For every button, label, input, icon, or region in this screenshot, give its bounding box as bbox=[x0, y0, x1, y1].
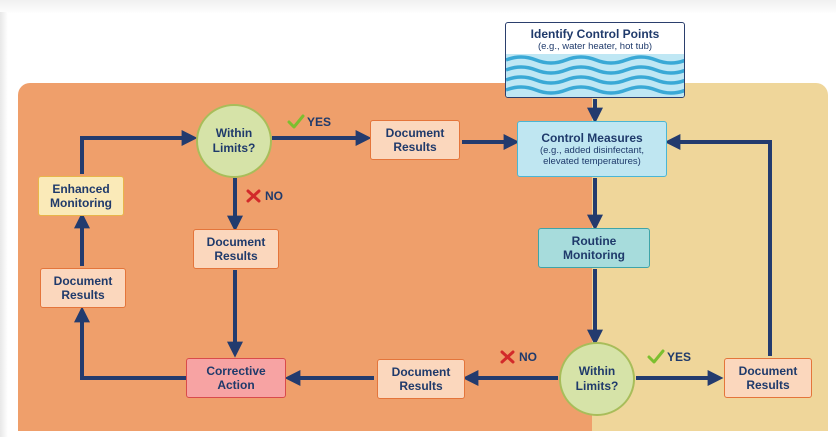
document-results-middle-label: Document Results bbox=[206, 235, 266, 263]
enhanced-monitoring-box: Enhanced Monitoring bbox=[38, 176, 124, 216]
identify-subtitle: (e.g., water heater, hot tub) bbox=[537, 41, 653, 52]
identify-title: Identify Control Points bbox=[530, 27, 660, 41]
no-label-top: NO bbox=[245, 188, 283, 204]
document-results-top: Document Results bbox=[370, 120, 460, 160]
yes-label-top: YES bbox=[287, 114, 331, 130]
arrow-corrective-left-loop bbox=[74, 306, 186, 380]
top-edge bbox=[0, 0, 836, 14]
yes-label-bottom: YES bbox=[647, 349, 691, 365]
document-results-right: Document Results bbox=[724, 358, 812, 398]
document-results-top-label: Document Results bbox=[385, 126, 445, 154]
routine-monitoring-box: Routine Monitoring bbox=[538, 228, 650, 268]
document-results-bottom: Document Results bbox=[377, 359, 465, 399]
within-limits-bottom: Within Limits? bbox=[559, 342, 635, 416]
document-results-right-label: Document Results bbox=[738, 364, 798, 392]
no-label-top-text: NO bbox=[265, 189, 283, 203]
identify-control-points-box: Identify Control Points (e.g., water hea… bbox=[505, 22, 685, 98]
document-results-bottom-label: Document Results bbox=[391, 365, 451, 393]
corrective-action-box: Corrective Action bbox=[186, 358, 286, 398]
water-waves-icon bbox=[506, 54, 684, 97]
within-limits-top-label: Within Limits? bbox=[212, 126, 256, 155]
enhanced-monitoring-label: Enhanced Monitoring bbox=[50, 182, 112, 210]
cross-icon bbox=[500, 350, 515, 364]
document-results-left-label: Document Results bbox=[53, 274, 113, 302]
yes-label-bottom-text: YES bbox=[667, 350, 692, 364]
arrow-enhanced-to-within bbox=[80, 130, 198, 174]
cross-icon bbox=[246, 189, 261, 203]
arrow-right-loop bbox=[664, 134, 772, 356]
no-label-bottom-text: NO bbox=[519, 350, 537, 364]
document-results-left: Document Results bbox=[40, 268, 126, 308]
control-measures-subtitle: (e.g., added disinfectant, elevated temp… bbox=[539, 145, 645, 167]
within-limits-top: Within Limits? bbox=[196, 104, 272, 178]
yes-label-top-text: YES bbox=[307, 115, 332, 129]
check-icon bbox=[287, 114, 305, 129]
check-icon bbox=[647, 349, 665, 364]
control-measures-box: Control Measures (e.g., added disinfecta… bbox=[517, 121, 667, 177]
left-edge bbox=[0, 12, 8, 437]
within-limits-bottom-label: Within Limits? bbox=[575, 364, 619, 393]
routine-monitoring-label: Routine Monitoring bbox=[563, 234, 625, 262]
no-label-bottom: NO bbox=[499, 349, 537, 365]
control-measures-title: Control Measures bbox=[541, 131, 643, 145]
document-results-middle: Document Results bbox=[193, 229, 279, 269]
corrective-action-label: Corrective Action bbox=[206, 364, 266, 392]
